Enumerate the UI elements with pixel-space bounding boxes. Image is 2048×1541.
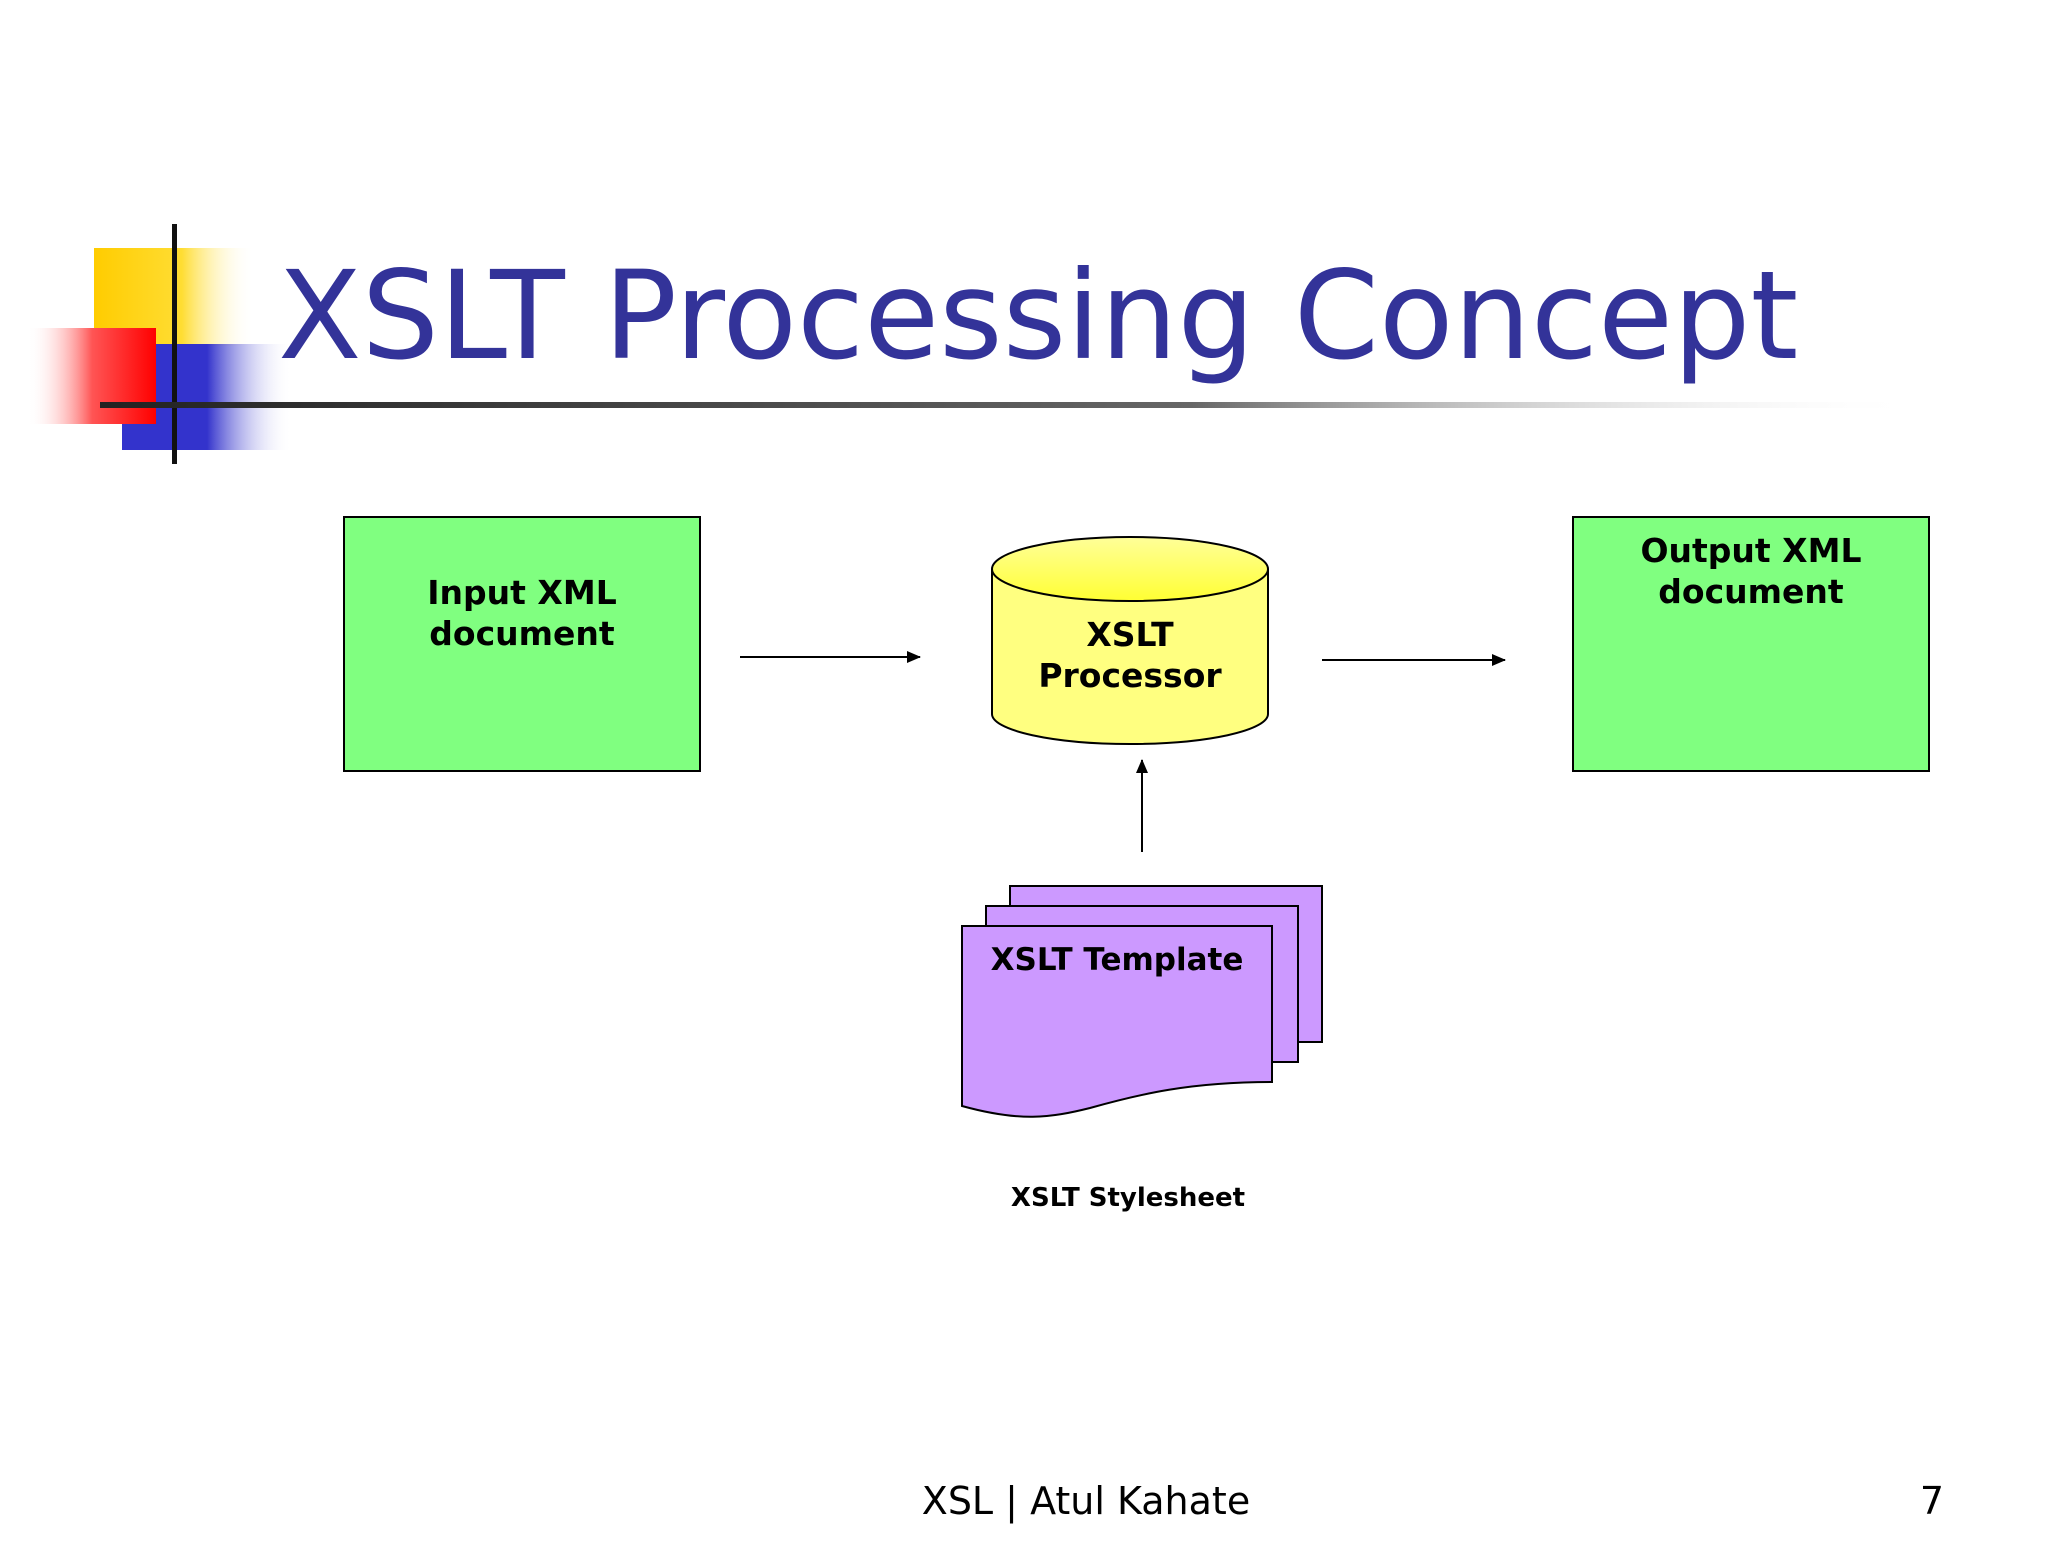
title-underline: [100, 402, 1920, 408]
stylesheet-caption: XSLT Stylesheet: [1011, 1183, 1245, 1213]
processor-label-line2: Processor: [1038, 656, 1222, 695]
template-label: XSLT Template: [991, 942, 1244, 978]
output-xml-label-line1: Output XML: [1640, 531, 1861, 570]
template-sheet-front: [961, 925, 1273, 1118]
page-title: XSLT Processing Concept: [278, 245, 1798, 387]
input-xml-box: Input XML document: [343, 516, 701, 772]
page-number: 7: [1920, 1479, 1944, 1523]
output-xml-rect: [1572, 516, 1930, 772]
xslt-template-stack: XSLT Template: [961, 885, 1323, 1118]
footer-text: XSL | Atul Kahate: [922, 1479, 1250, 1524]
decor-red-square: [28, 328, 156, 424]
title-decoration: [28, 224, 292, 464]
input-xml-label-line2: document: [429, 614, 615, 653]
cylinder-top: [991, 536, 1269, 602]
input-xml-rect: [343, 516, 701, 772]
output-xml-label-line2: document: [1658, 572, 1844, 611]
output-xml-box: Output XML document: [1572, 516, 1930, 772]
input-xml-label-line1: Input XML: [427, 573, 616, 612]
decor-vertical-line: [172, 224, 177, 464]
cylinder-body: [991, 569, 1269, 745]
xslt-processor-cylinder: XSLT Processor: [991, 536, 1269, 745]
processor-label-line1: XSLT: [1086, 615, 1174, 654]
